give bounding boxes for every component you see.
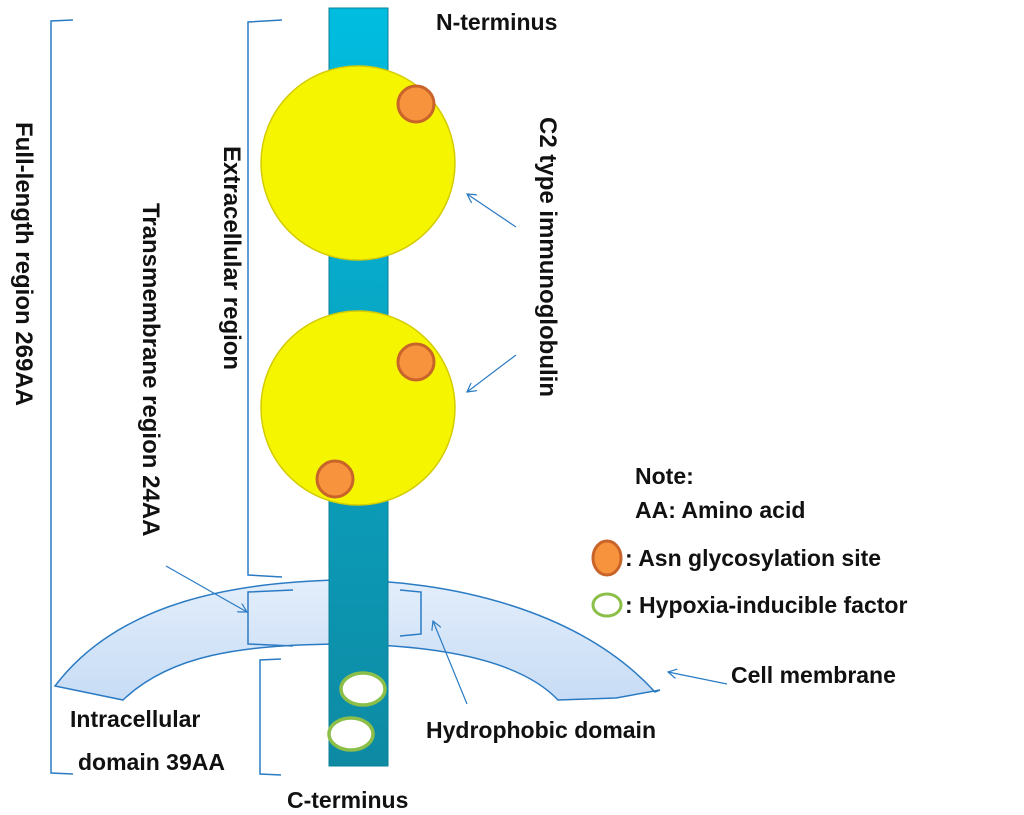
- legend-hif-label: : Hypoxia-inducible factor: [625, 592, 907, 618]
- extracellular-label: Extracellular region: [218, 146, 245, 370]
- c-terminus-label: C-terminus: [287, 787, 408, 813]
- hif-site: [327, 716, 375, 752]
- full-length-label: Full-length region 269AA: [10, 122, 37, 406]
- intracellular-label-line2: domain 39AA: [78, 749, 225, 775]
- transmembrane-label: Transmembrane region 24AA: [137, 203, 164, 536]
- intracellular-bracket: [259, 658, 282, 776]
- legend-title: Note:: [635, 463, 694, 489]
- legend-glyco-label: : Asn glycosylation site: [625, 545, 881, 571]
- transmembrane-arrow: [165, 565, 247, 612]
- hif-site: [339, 671, 387, 707]
- intracellular-label-line1: Intracellular: [70, 706, 200, 732]
- transmembrane-bracket-left: [247, 589, 294, 647]
- legend: Note: AA: Amino acid : Asn glycosylation…: [591, 463, 907, 618]
- n-terminus-label: N-terminus: [436, 9, 557, 35]
- c2-arrow-2: [467, 354, 517, 392]
- glycosylation-site: [396, 84, 436, 124]
- extracellular-bracket: [247, 19, 283, 578]
- hydrophobic-arrow: [433, 621, 468, 705]
- ig-domain-2: [260, 310, 456, 506]
- legend-glyco-symbol: [591, 539, 623, 577]
- legend-hif-symbol: [591, 592, 623, 618]
- glycosylation-site: [315, 459, 355, 499]
- transmembrane-bracket-right: [399, 589, 422, 637]
- c2-type-label: C2 type immunoglobulin: [534, 117, 561, 397]
- membrane-arrow: [668, 672, 728, 685]
- legend-aa: AA: Amino acid: [635, 497, 805, 523]
- cell-membrane-label: Cell membrane: [731, 662, 896, 688]
- glycosylation-site: [396, 342, 436, 382]
- hydrophobic-label: Hydrophobic domain: [426, 717, 656, 743]
- c2-arrow-1: [467, 194, 517, 228]
- full-length-bracket: [50, 19, 74, 775]
